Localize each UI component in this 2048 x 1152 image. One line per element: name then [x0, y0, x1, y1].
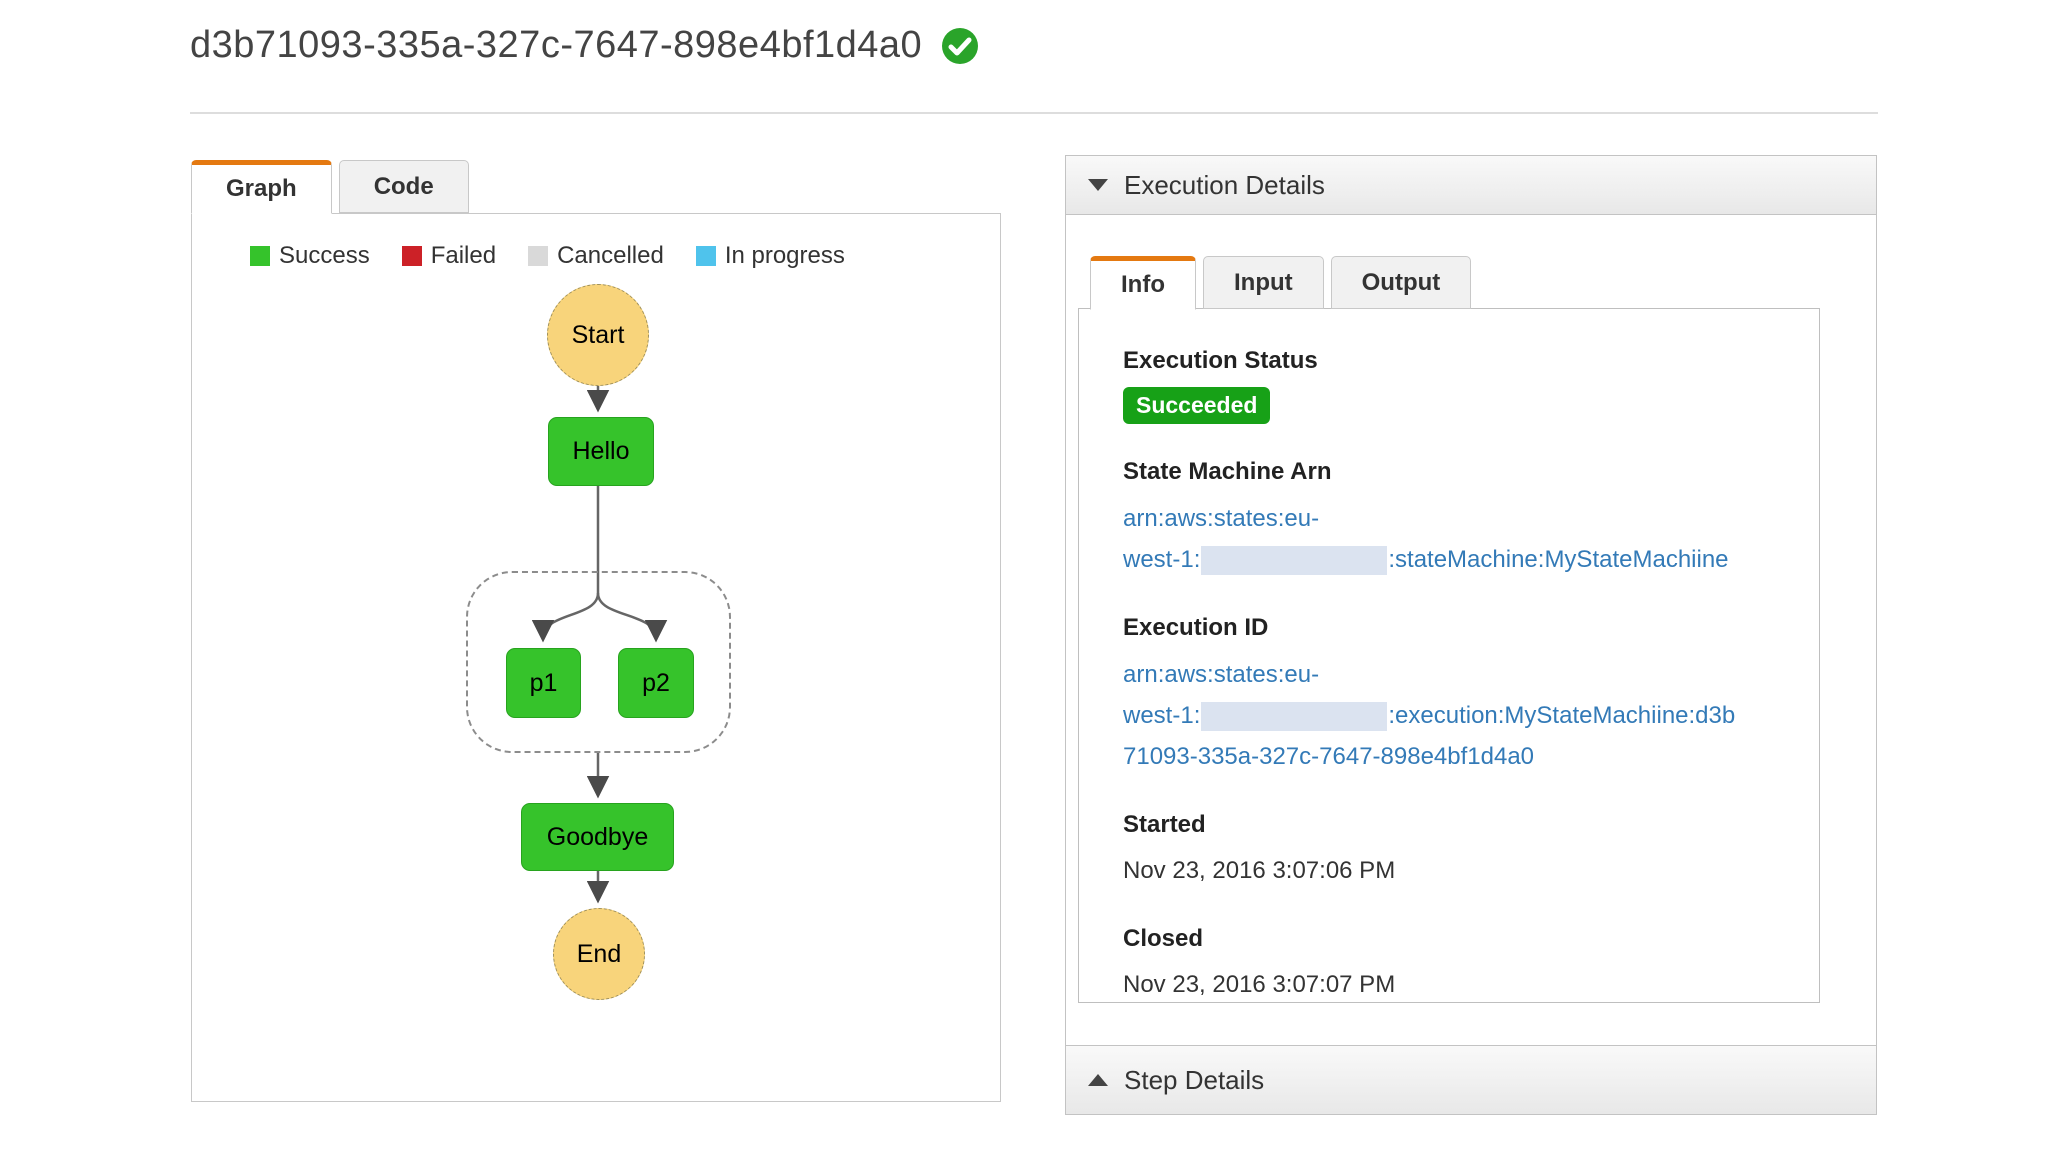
closed-value: Nov 23, 2016 3:07:07 PM	[1123, 971, 1396, 998]
graph-node-p1[interactable]: p1	[506, 648, 581, 718]
graph-legend: Success Failed Cancelled In progress	[250, 242, 845, 270]
legend-item-failed: Failed	[401, 242, 497, 270]
step-details-header[interactable]: Step Details	[1065, 1045, 1877, 1115]
graph-node-goodbye[interactable]: Goodbye	[521, 803, 674, 871]
info-input-output-tabs: Info Input Output	[1090, 256, 1478, 310]
legend-item-success: Success	[250, 242, 370, 270]
tab-info[interactable]: Info	[1090, 256, 1196, 310]
legend-label: In progress	[724, 242, 845, 269]
execution-details-panel: Execution Details Info Input Output Exec…	[1065, 155, 1877, 1115]
execution-title-row: d3b71093-335a-327c-7647-898e4bf1d4a0	[190, 24, 980, 67]
state-machine-arn-link[interactable]: arn:aws:states:eu- west-1::stateMachine:…	[1123, 498, 1775, 580]
success-check-icon	[940, 26, 980, 66]
tab-code[interactable]: Code	[338, 160, 469, 213]
caret-down-icon	[1088, 179, 1108, 191]
execution-id-label: Execution ID	[1123, 614, 1269, 641]
closed-group: Closed Nov 23, 2016 3:07:07 PM	[1123, 925, 1775, 1002]
legend-item-cancelled: Cancelled	[528, 242, 664, 270]
parallel-state-container	[466, 571, 731, 753]
tab-output[interactable]: Output	[1330, 256, 1472, 309]
info-tab-content: Execution Status Succeeded State Machine…	[1078, 308, 1820, 1003]
execution-status-group: Execution Status Succeeded	[1123, 347, 1775, 424]
caret-up-icon	[1088, 1074, 1108, 1086]
graph-node-hello[interactable]: Hello	[548, 417, 654, 486]
cancelled-swatch-icon	[528, 246, 549, 266]
closed-label: Closed	[1123, 925, 1204, 952]
started-value: Nov 23, 2016 3:07:06 PM	[1123, 857, 1396, 884]
tab-graph[interactable]: Graph	[191, 160, 332, 214]
state-machine-arn-group: State Machine Arn arn:aws:states:eu- wes…	[1123, 458, 1775, 580]
failed-swatch-icon	[401, 246, 422, 266]
graph-node-start: Start	[547, 284, 649, 386]
started-label: Started	[1123, 811, 1206, 838]
status-badge: Succeeded	[1123, 387, 1271, 424]
step-details-title: Step Details	[1124, 1064, 1265, 1095]
tab-input[interactable]: Input	[1202, 256, 1324, 309]
legend-item-in-progress: In progress	[695, 242, 845, 270]
title-divider	[190, 112, 1878, 114]
page-title: d3b71093-335a-327c-7647-898e4bf1d4a0	[190, 24, 923, 66]
state-machine-arn-label: State Machine Arn	[1123, 458, 1332, 485]
execution-details-header[interactable]: Execution Details	[1065, 155, 1877, 215]
graph-code-tabs: Graph Code	[191, 160, 476, 214]
graph-node-end: End	[553, 908, 645, 1000]
execution-id-group: Execution ID arn:aws:states:eu- west-1::…	[1123, 614, 1775, 777]
graph-node-p2[interactable]: p2	[618, 648, 694, 718]
started-group: Started Nov 23, 2016 3:07:06 PM	[1123, 811, 1775, 891]
execution-details-title: Execution Details	[1124, 169, 1325, 200]
legend-label: Success	[279, 242, 370, 269]
execution-id-link[interactable]: arn:aws:states:eu- west-1::execution:MyS…	[1123, 661, 1736, 770]
state-machine-graph-panel: Success Failed Cancelled In progress Sta…	[191, 213, 1001, 1102]
legend-label: Cancelled	[557, 242, 664, 269]
success-swatch-icon	[250, 246, 270, 266]
execution-status-label: Execution Status	[1123, 347, 1318, 374]
in-progress-swatch-icon	[695, 246, 716, 266]
legend-label: Failed	[430, 242, 497, 269]
execution-details-content: Info Input Output Execution Status Succe…	[1065, 215, 1877, 1045]
redacted-account-id	[1201, 546, 1388, 576]
redacted-account-id	[1201, 702, 1388, 732]
